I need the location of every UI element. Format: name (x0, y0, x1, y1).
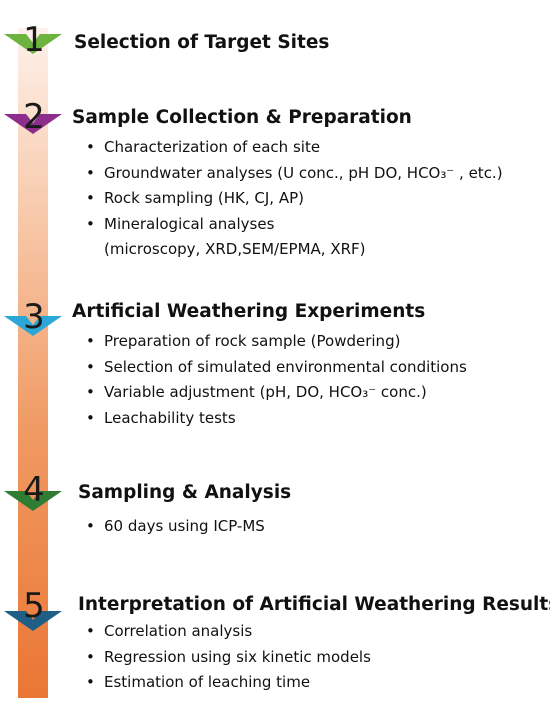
step-5-bullet: Regression using six kinetic models (84, 645, 371, 671)
step-3-bullet-list: Preparation of rock sample (Powdering) S… (84, 329, 467, 431)
step-4-bullet: 60 days using ICP-MS (84, 514, 265, 540)
step-5-chevron-icon (4, 611, 62, 631)
step-1-title: Selection of Target Sites (74, 32, 330, 53)
step-3-number: 3 (23, 297, 45, 337)
step-1-number: 1 (23, 20, 45, 60)
step-5-bullet: Estimation of leaching time (84, 670, 371, 696)
step-3-bullet: Variable adjustment (pH, DO, HCO₃⁻ conc.… (84, 380, 467, 406)
step-4-number: 4 (23, 470, 45, 510)
step-3-bullet: Leachability tests (84, 406, 467, 432)
step-4-title: Sampling & Analysis (78, 482, 292, 503)
step-5-bullet-list: Correlation analysis Regression using si… (84, 619, 371, 696)
step-5-bullet: Correlation analysis (84, 619, 371, 645)
step-5-number: 5 (23, 586, 45, 626)
step-2-bullet: Groundwater analyses (U conc., pH DO, HC… (84, 161, 503, 187)
step-2-bullet-continuation: (microscopy, XRD,SEM/EPMA, XRF) (104, 240, 366, 258)
step-3-title: Artificial Weathering Experiments (72, 301, 426, 322)
step-3-chevron-icon (4, 316, 62, 336)
step-3-bullet: Selection of simulated environmental con… (84, 355, 467, 381)
step-4-bullet-list: 60 days using ICP-MS (84, 514, 265, 540)
step-3-bullet: Preparation of rock sample (Powdering) (84, 329, 467, 355)
step-2-number: 2 (23, 97, 45, 137)
step-5-title: Interpretation of Artificial Weathering … (78, 594, 550, 615)
step-2-title: Sample Collection & Preparation (72, 107, 412, 128)
step-4-chevron-icon (4, 491, 62, 511)
step-2-bullet: Rock sampling (HK, CJ, AP) (84, 186, 503, 212)
step-1-chevron-icon (4, 34, 62, 54)
step-2-chevron-icon (4, 114, 62, 134)
step-2-bullet-list: Characterization of each site Groundwate… (84, 135, 503, 263)
timeline-bar (18, 28, 48, 698)
step-2-bullet: Mineralogical analyses(microscopy, XRD,S… (84, 212, 503, 263)
step-2-bullet: Characterization of each site (84, 135, 503, 161)
